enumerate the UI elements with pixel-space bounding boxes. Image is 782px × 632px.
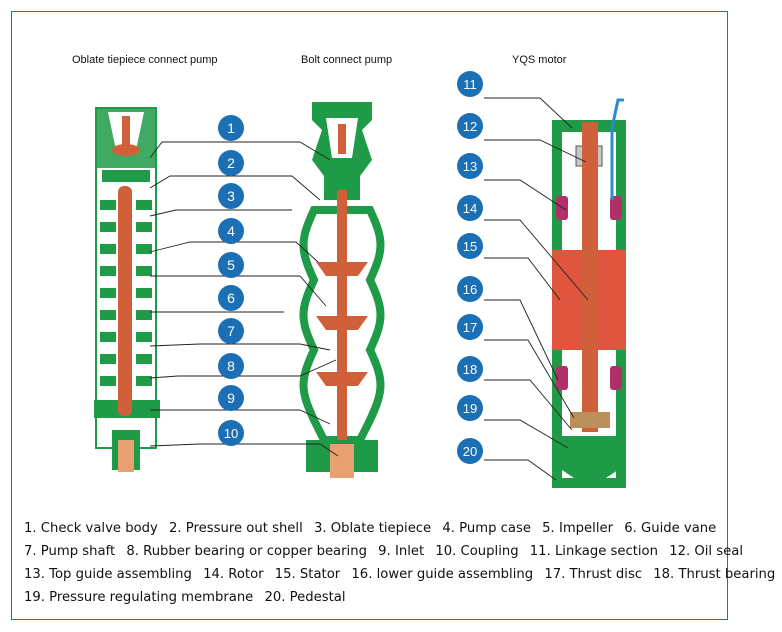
oblate-pump-drawing [94, 107, 160, 472]
legend-item: 6. Guide vane [624, 521, 717, 536]
pump-diagram: 1 2 3 4 5 6 7 8 9 10 11 12 13 14 15 16 1… [94, 71, 626, 488]
marker-15: 15 [457, 233, 483, 259]
marker-10: 10 [218, 420, 244, 446]
marker-19: 19 [457, 395, 483, 421]
svg-text:6: 6 [227, 290, 235, 306]
svg-text:13: 13 [463, 159, 477, 174]
legend-item: 18. Thrust bearing [653, 567, 776, 582]
markers-motor: 11 12 13 14 15 16 17 18 19 20 [457, 71, 483, 464]
legend-item: 1. Check valve body [24, 521, 158, 536]
legend-item: 15. Stator [274, 567, 341, 582]
svg-text:14: 14 [463, 201, 477, 216]
marker-11: 11 [457, 71, 483, 97]
legend-item: 8. Rubber bearing or copper bearing [126, 544, 367, 559]
svg-text:18: 18 [463, 362, 477, 377]
legend-item: 19. Pressure regulating membrane [24, 590, 254, 605]
marker-7: 7 [218, 318, 244, 344]
svg-text:16: 16 [463, 282, 477, 297]
svg-text:17: 17 [463, 320, 477, 335]
marker-2: 2 [218, 150, 244, 176]
legend-item: 9. Inlet [378, 544, 425, 559]
marker-16: 16 [457, 276, 483, 302]
legend-line-2: 7. Pump shaft 8. Rubber bearing or coppe… [24, 540, 743, 563]
svg-text:7: 7 [227, 323, 235, 339]
marker-5: 5 [218, 252, 244, 278]
title-oblate-pump: Oblate tiepiece connect pump [72, 54, 218, 66]
legend-item: 2. Pressure out shell [169, 521, 303, 536]
marker-17: 17 [457, 314, 483, 340]
legend-line-4: 19. Pressure regulating membrane 20. Ped… [24, 586, 714, 609]
svg-text:11: 11 [463, 77, 477, 92]
legend-line-1: 1. Check valve body 2. Pressure out shel… [24, 517, 717, 540]
svg-text:15: 15 [463, 239, 477, 254]
marker-4: 4 [218, 218, 244, 244]
figure-frame [11, 11, 728, 620]
bolt-pump-drawing [299, 102, 385, 478]
legend-item: 12. Oil seal [669, 544, 743, 559]
yqs-motor-drawing [552, 98, 626, 488]
legend-item: 13. Top guide assembling [24, 567, 192, 582]
parts-legend: 1. Check valve body 2. Pressure out shel… [24, 517, 775, 609]
marker-14: 14 [457, 195, 483, 221]
marker-3: 3 [218, 183, 244, 209]
svg-text:12: 12 [463, 119, 477, 134]
svg-text:4: 4 [227, 223, 235, 239]
svg-text:19: 19 [463, 401, 477, 416]
legend-item: 7. Pump shaft [24, 544, 116, 559]
legend-item: 5. Impeller [542, 521, 614, 536]
svg-text:1: 1 [227, 120, 235, 136]
svg-text:8: 8 [227, 358, 235, 374]
legend-item: 10. Coupling [435, 544, 519, 559]
legend-item: 17. Thrust disc [544, 567, 643, 582]
legend-item: 16. lower guide assembling [351, 567, 534, 582]
svg-text:20: 20 [463, 444, 477, 459]
marker-20: 20 [457, 438, 483, 464]
marker-1: 1 [218, 115, 244, 141]
legend-line-3: 13. Top guide assembling 14. Rotor 15. S… [24, 563, 775, 586]
markers-pump: 1 2 3 4 5 6 7 8 9 10 [218, 115, 244, 446]
title-yqs-motor: YQS motor [512, 54, 567, 66]
svg-text:3: 3 [227, 188, 235, 204]
legend-item: 3. Oblate tiepiece [313, 521, 432, 536]
legend-item: 4. Pump case [442, 521, 531, 536]
marker-18: 18 [457, 356, 483, 382]
svg-text:9: 9 [227, 390, 235, 406]
marker-13: 13 [457, 153, 483, 179]
svg-text:5: 5 [227, 257, 235, 273]
legend-item: 14. Rotor [203, 567, 264, 582]
marker-12: 12 [457, 113, 483, 139]
legend-item: 20. Pedestal [264, 590, 346, 605]
svg-text:2: 2 [227, 155, 235, 171]
marker-9: 9 [218, 385, 244, 411]
title-bolt-pump: Bolt connect pump [301, 54, 393, 66]
svg-text:10: 10 [224, 426, 238, 441]
legend-item: 11. Linkage section [529, 544, 658, 559]
marker-6: 6 [218, 285, 244, 311]
marker-8: 8 [218, 353, 244, 379]
